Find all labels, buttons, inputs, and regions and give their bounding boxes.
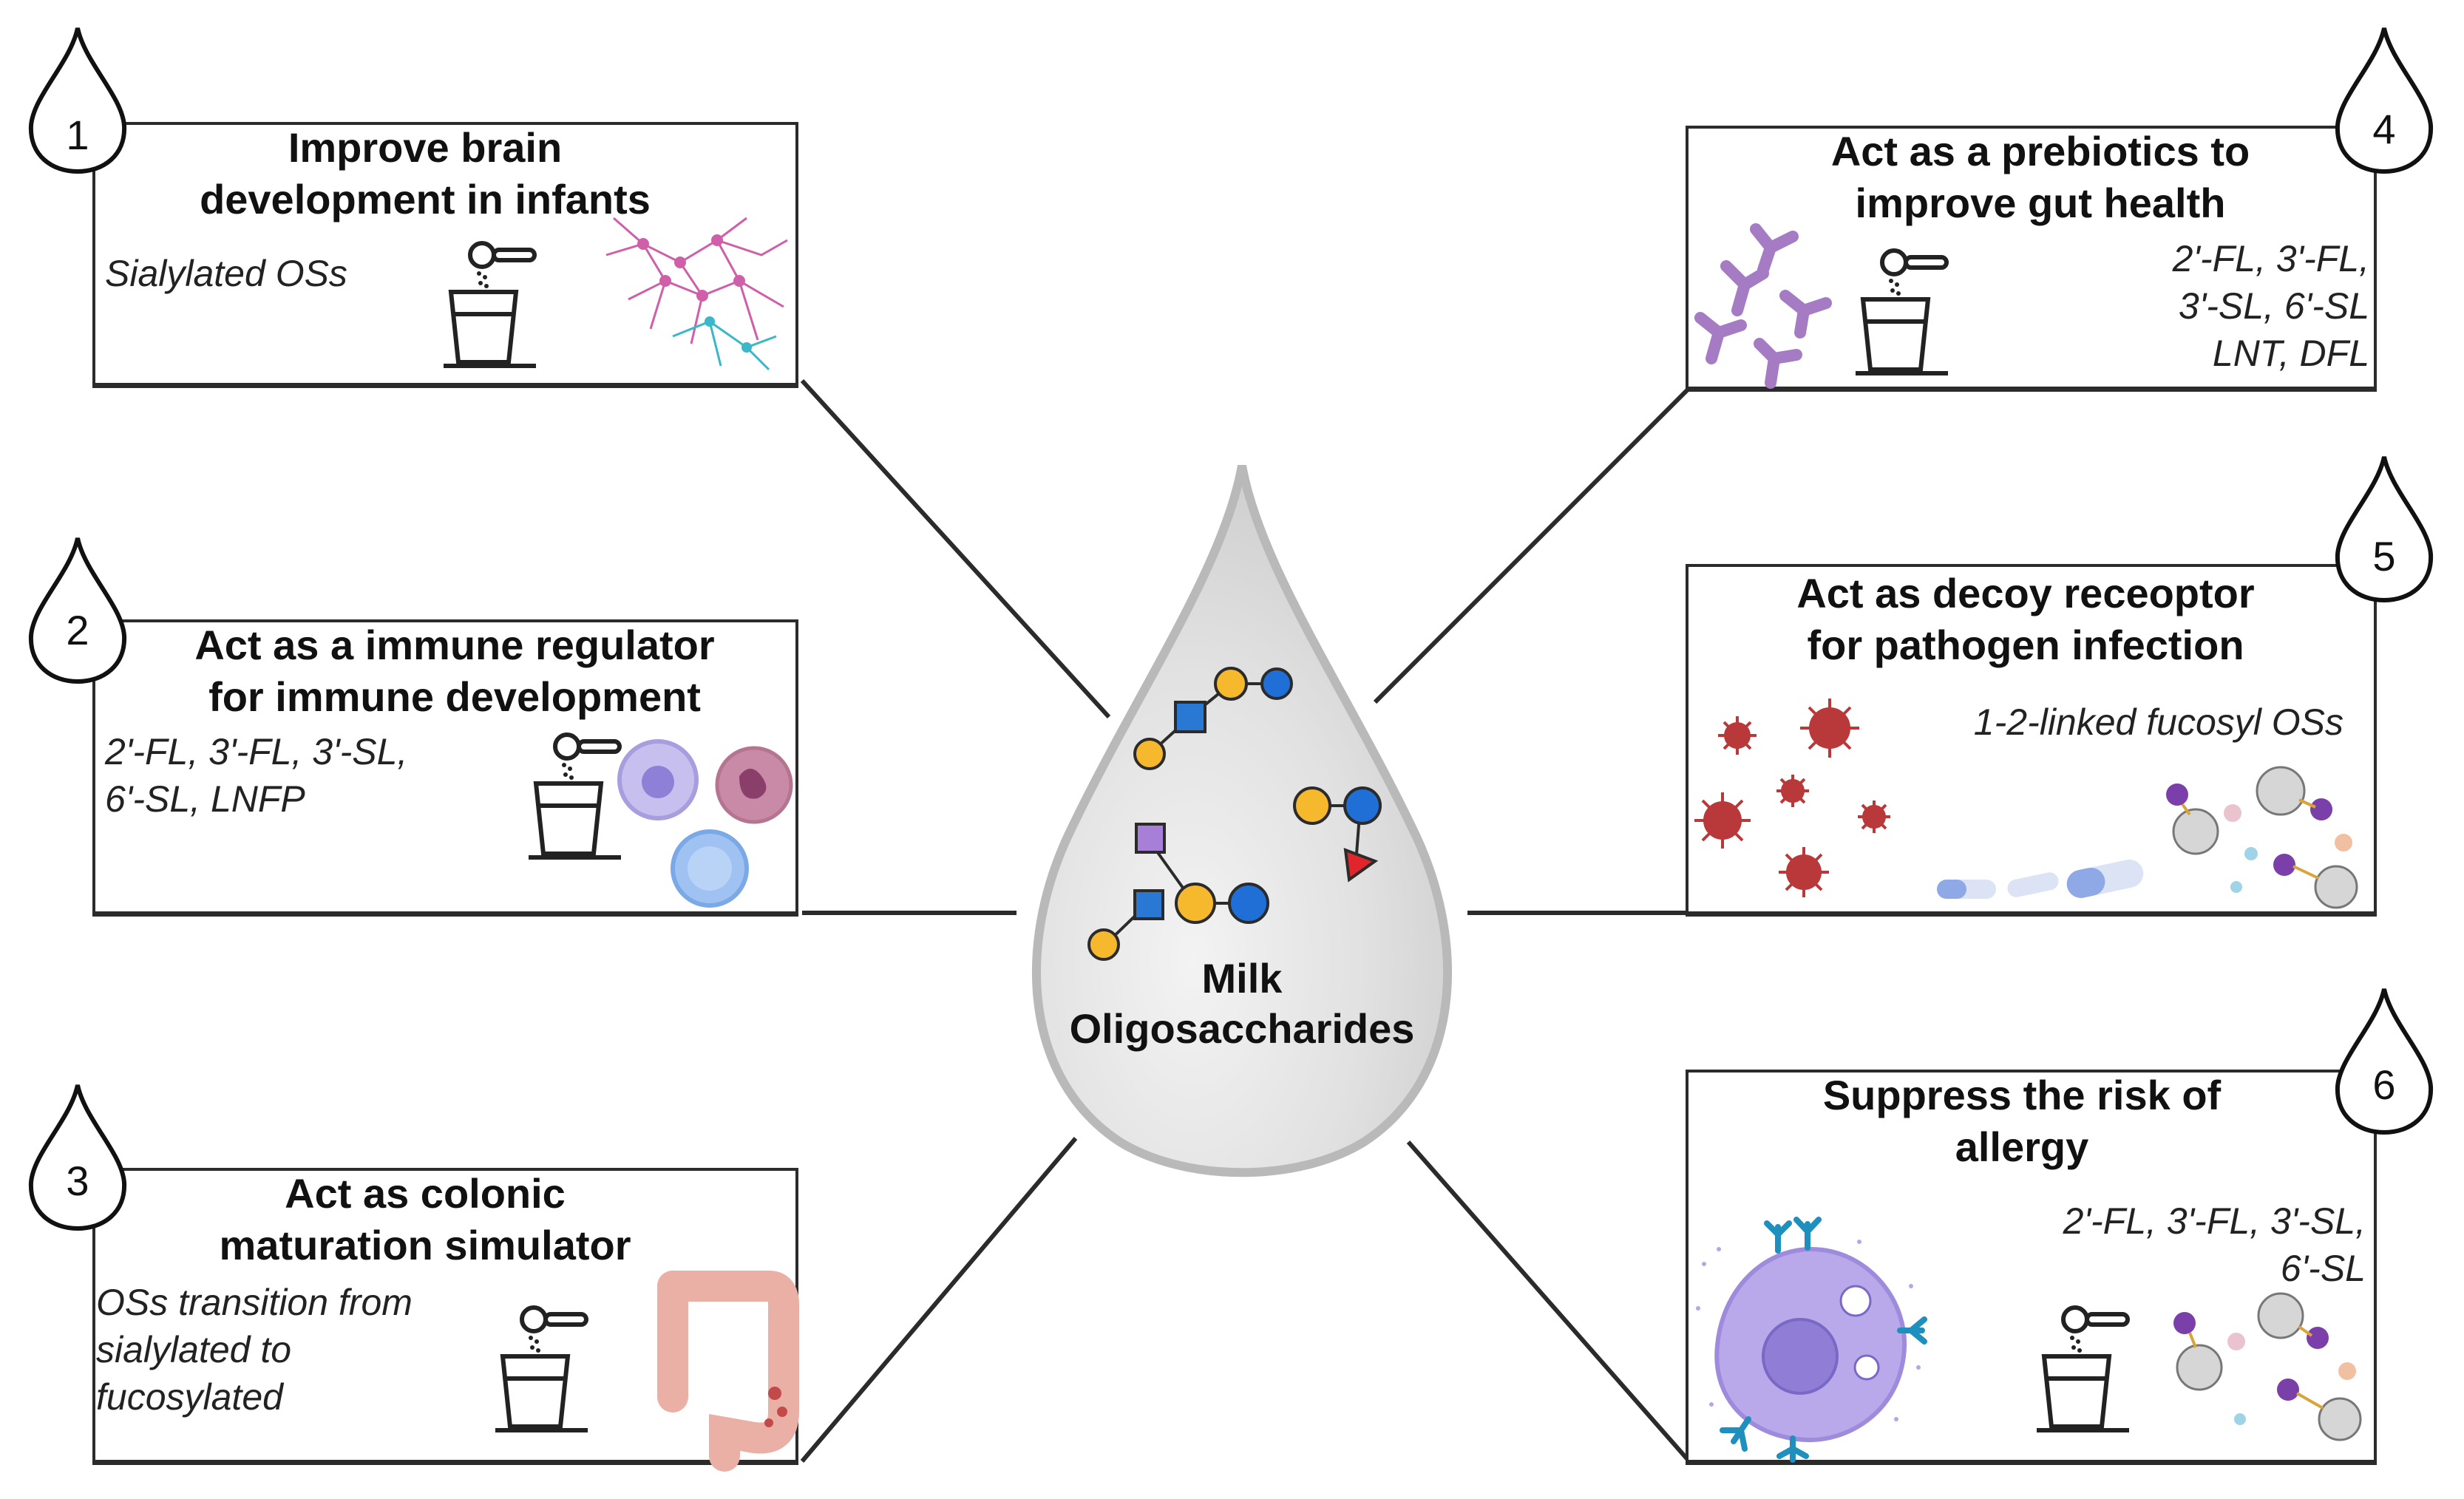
panel-5-list: 1-2-linked fucosyl OSs <box>1973 701 2343 743</box>
droplet-icon <box>28 537 127 684</box>
connector-lines <box>800 378 1691 1463</box>
panel-4-title: Act as a prebiotics to improve gut healt… <box>1830 128 2250 226</box>
droplet-icon <box>2335 988 2434 1135</box>
central-milk-drop-icon <box>1031 464 1453 1177</box>
central-label-line1: Milk <box>1201 955 1283 1002</box>
panel-1-list: Sialylated OSs <box>105 253 347 294</box>
immune-cell-icon <box>617 739 793 908</box>
panel-6-title: Suppress the risk of allergy <box>1822 1072 2222 1170</box>
panel-2-list: 2'-FL, 3'-FL, 3'-SL, 6'-SL, LNFP <box>105 731 408 820</box>
panel-4 <box>1686 126 2377 392</box>
droplet-icon <box>2335 27 2434 174</box>
bacteria-icon <box>1694 223 1832 389</box>
panel-3-title: Act as colonic maturation simulator <box>219 1170 631 1268</box>
droplet-icon <box>28 27 127 174</box>
formula-cup-icon <box>495 1305 588 1432</box>
formula-cup-icon <box>2037 1305 2130 1432</box>
panel-5-title: Act as decoy receoptor for pathogen infe… <box>1796 570 2255 668</box>
capsule-icon <box>1937 859 2144 899</box>
panel-5-number: 5 <box>2372 533 2396 579</box>
central-label: Milk Oligosaccharides <box>1057 954 1427 1054</box>
formula-cup-icon <box>529 732 622 860</box>
formula-cup-icon <box>1856 248 1949 375</box>
colon-icon <box>657 1271 799 1472</box>
mast-cell-icon <box>1696 1217 1927 1463</box>
panel-1-title: Improve brain development in infants <box>200 124 651 222</box>
connector-panel-3 <box>800 1137 1078 1463</box>
droplet-icon <box>2335 456 2434 603</box>
panel-6-number: 6 <box>2372 1061 2396 1108</box>
panel-3-number: 3 <box>66 1158 89 1204</box>
central-label-line2: Oligosaccharides <box>1069 1005 1415 1052</box>
panel-4-list: 2'-FL, 3'-FL, 3'-SL, 6'-SL LNT, DFL <box>2172 238 2369 374</box>
decoy-receptor-icon <box>2166 766 2358 909</box>
panel-6-list: 2'-FL, 3'-FL, 3'-SL, 6'-SL <box>2063 1200 2366 1289</box>
panel-2-title: Act as a immune regulator for immune dev… <box>194 622 715 720</box>
formula-cup-icon <box>444 241 537 368</box>
connector-panel-4 <box>1373 386 1691 704</box>
virus-icon <box>1694 698 1890 897</box>
droplet-icon <box>28 1084 127 1231</box>
panel-2-number: 2 <box>66 607 89 653</box>
connector-panel-6 <box>1406 1141 1691 1463</box>
panel-1 <box>92 122 798 388</box>
neuron-icon <box>605 217 788 371</box>
panel-3-list: OSs transition from sialylated to fucosy… <box>96 1282 413 1418</box>
panel-1-number: 1 <box>66 112 89 158</box>
glycan-icon <box>1087 667 1382 961</box>
connector-panel-1 <box>800 378 1111 719</box>
panel-4-number: 4 <box>2372 106 2396 152</box>
decoy-receptor-icon <box>2173 1292 2362 1441</box>
